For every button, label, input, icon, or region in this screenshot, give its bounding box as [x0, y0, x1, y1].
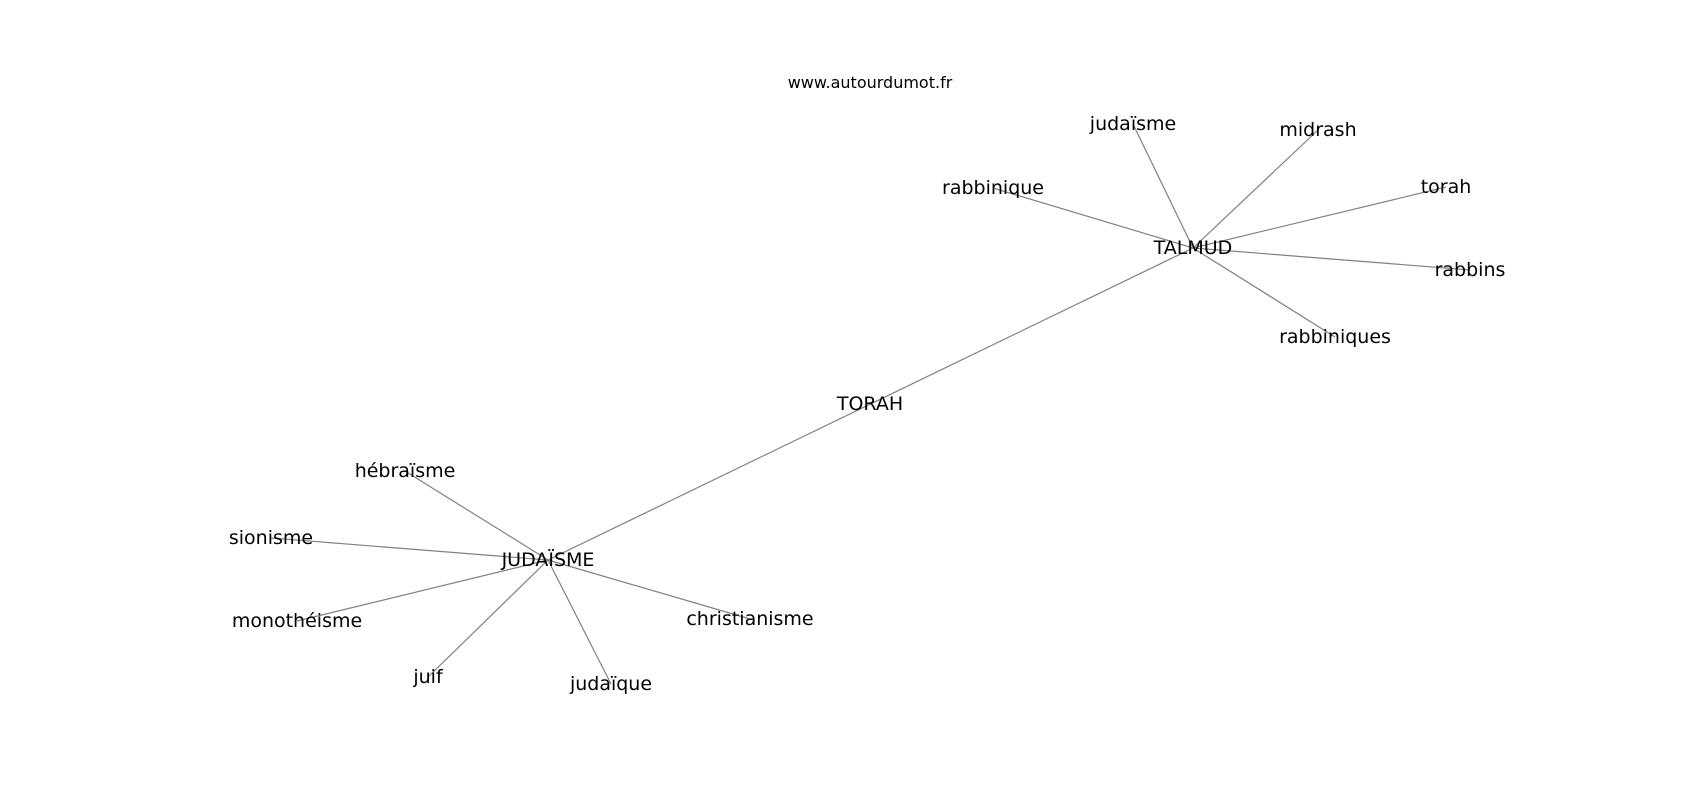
node-label-talmud: TALMUD — [1153, 237, 1233, 259]
edge-judaisme_hub-judaique — [547, 559, 612, 685]
graph-edges — [270, 123, 1471, 685]
edge-judaisme_hub-christianisme — [547, 559, 751, 620]
node-label-torah: torah — [1421, 176, 1472, 198]
edge-judaisme_hub-juif — [427, 559, 549, 678]
node-label-judaique: judaïque — [569, 673, 652, 695]
edge-talmud-torah — [1192, 186, 1447, 249]
node-label-monotheisme: monothéisme — [232, 610, 362, 632]
node-label-christianisme: christianisme — [686, 608, 813, 630]
edge-talmud-rabbinique — [992, 187, 1194, 249]
edge-talmud-judaisme — [1132, 123, 1194, 249]
node-label-judaisme: judaïsme — [1089, 113, 1176, 135]
node-label-torah_center: TORAH — [836, 393, 903, 415]
node-label-rabbiniques: rabbiniques — [1279, 326, 1391, 348]
edge-talmud-rabbiniques — [1192, 247, 1336, 338]
watermark-text: www.autourdumot.fr — [788, 73, 953, 92]
edge-judaisme_hub-monotheisme — [296, 559, 549, 622]
node-label-hebraisme: hébraïsme — [355, 460, 456, 482]
node-label-judaisme_hub: JUDAÏSME — [501, 548, 595, 571]
node-label-juif: juif — [412, 666, 444, 688]
edge-talmud-judaisme_hub — [547, 247, 1194, 561]
node-label-rabbinique: rabbinique — [942, 177, 1044, 199]
edge-talmud-rabbins — [1192, 247, 1471, 271]
edge-talmud-midrash — [1192, 129, 1319, 249]
node-label-rabbins: rabbins — [1435, 259, 1506, 281]
graph-nodes: TORAH TALMUD JUDAÏSME judaïsme midrash rabbin… — [229, 113, 1506, 695]
node-label-midrash: midrash — [1279, 119, 1356, 141]
edge-judaisme_hub-sionisme — [270, 537, 549, 561]
node-label-sionisme: sionisme — [229, 527, 313, 549]
edge-judaisme_hub-hebraisme — [404, 470, 549, 561]
